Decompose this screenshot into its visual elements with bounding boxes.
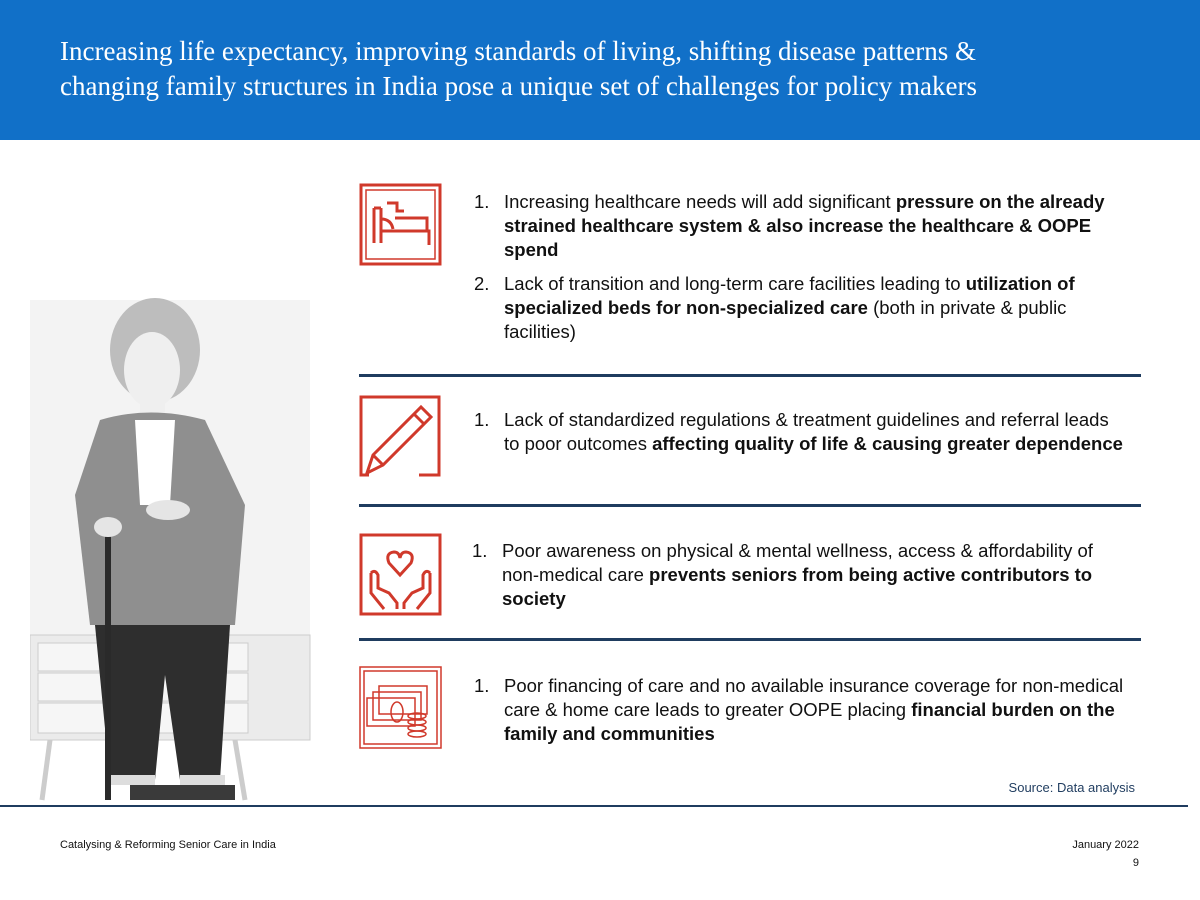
text-segment: Increasing healthcare needs will add sig… <box>504 191 896 212</box>
text-segment: (both in private & public facilities) <box>504 297 1067 342</box>
item-number: 1. <box>472 540 488 561</box>
title-line-2: changing family structures in India pose… <box>60 71 977 101</box>
footer-divider <box>0 805 1188 807</box>
money-coins-icon <box>359 666 442 749</box>
list-item: 1. Lack of standardized regulations & tr… <box>474 408 1124 456</box>
list-item: 1. Increasing healthcare needs will add … <box>474 190 1124 262</box>
header-banner: Increasing life expectancy, improving st… <box>0 0 1200 140</box>
item-number: 1. <box>474 675 490 696</box>
item-number: 1. <box>474 191 490 212</box>
list-item: 1. Poor awareness on physical & mental w… <box>472 539 1122 611</box>
text-segment: Poor financing of care and no available … <box>504 675 1124 720</box>
source-note: Source: Data analysis <box>1008 780 1135 795</box>
text-segment: Lack of standardized regulations & treat… <box>504 409 1109 454</box>
bold-segment: utilization of specialized beds for non-… <box>504 273 1075 318</box>
list-item: 1. Poor financing of care and no availab… <box>474 674 1124 746</box>
footer-date: January 2022 <box>1072 839 1139 851</box>
list-item: 2. Lack of transition and long-term care… <box>474 272 1124 344</box>
item-text: Lack of transition and long-term care fa… <box>504 272 1124 344</box>
item-text: Lack of standardized regulations & treat… <box>504 408 1124 456</box>
bold-segment: financial burden on the family and commu… <box>504 699 1115 744</box>
text-segment: Lack of transition and long-term care fa… <box>504 273 966 294</box>
footer-title: Catalysing & Reforming Senior Care in In… <box>60 839 276 851</box>
item-text: Increasing healthcare needs will add sig… <box>504 190 1124 262</box>
item-text: Poor financing of care and no available … <box>504 674 1124 746</box>
bold-segment: pressure on the already strained healthc… <box>504 191 1105 260</box>
text-segment: Poor awareness on physical & mental well… <box>502 540 1093 585</box>
divider <box>359 374 1141 377</box>
bold-segment: prevents seniors from being active contr… <box>502 564 1093 609</box>
page-title: Increasing life expectancy, improving st… <box>60 34 1160 104</box>
hands-heart-icon <box>359 533 442 616</box>
item-number: 2. <box>474 273 490 294</box>
item-text: Poor awareness on physical & mental well… <box>502 539 1122 611</box>
divider <box>359 638 1141 641</box>
elderly-woman-illustration <box>30 298 311 801</box>
title-line-1: Increasing life expectancy, improving st… <box>60 36 976 66</box>
item-number: 1. <box>474 409 490 430</box>
page-number: 9 <box>1132 857 1139 869</box>
divider <box>359 504 1141 507</box>
hospital-bed-icon <box>359 183 442 266</box>
bold-segment: affecting quality of life & causing grea… <box>652 433 1123 454</box>
pencil-icon <box>359 395 441 477</box>
